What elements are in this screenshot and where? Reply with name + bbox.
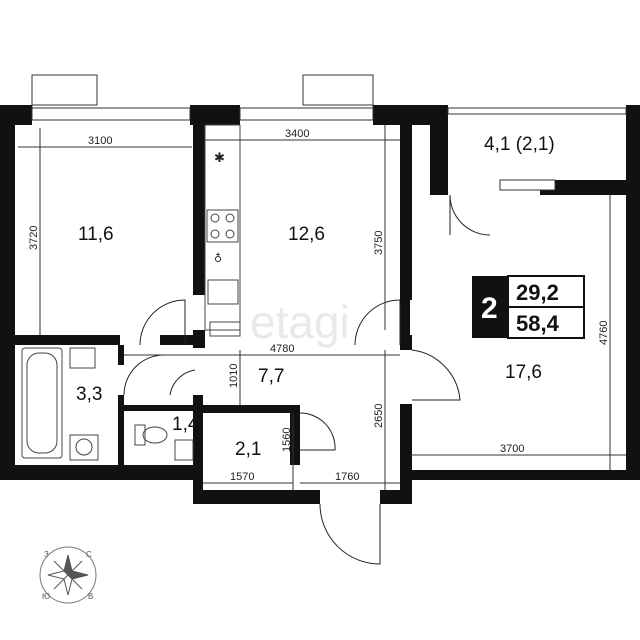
area-toilet: 1,4 xyxy=(172,414,199,435)
dim-storage-height: 1560 xyxy=(281,428,293,452)
doors xyxy=(123,194,491,565)
faucet-icon: ♁ xyxy=(214,252,222,265)
living-area: 29,2 xyxy=(516,280,559,305)
total-area: 58,4 xyxy=(516,311,560,336)
compass-south: Ю xyxy=(42,592,50,601)
rooms-count: 2 xyxy=(481,292,498,325)
area-storage: 2,1 xyxy=(235,439,261,460)
dim-hall-height: 1010 xyxy=(228,364,240,388)
area-bathroom: 3,3 xyxy=(76,384,102,405)
area-room-left: 11,6 xyxy=(78,224,114,245)
area-room-right: 17,6 xyxy=(505,362,542,383)
compass-east: В xyxy=(88,592,93,601)
compass-icon: З С Ю В xyxy=(39,546,97,604)
dim-hall-width: 4780 xyxy=(270,343,294,355)
dim-kitchen-height: 3750 xyxy=(373,231,385,255)
area-kitchen: 12,6 xyxy=(288,224,325,245)
window-sills xyxy=(31,74,374,110)
area-hall: 7,7 xyxy=(258,366,284,387)
watermark: etagi xyxy=(250,296,350,348)
windows xyxy=(31,107,627,191)
compass-north: С xyxy=(86,550,92,559)
dim-room-right-width: 3700 xyxy=(500,443,524,455)
walls xyxy=(0,105,640,504)
dim-corridor-height: 2650 xyxy=(373,404,385,428)
dim-kitchen-width: 3400 xyxy=(285,128,309,140)
dim-room-left-width: 3100 xyxy=(88,135,112,147)
fridge-icon: ✱ xyxy=(214,151,225,166)
compass-west: З xyxy=(44,550,49,559)
area-balcony: 4,1 (2,1) xyxy=(484,134,555,155)
summary-badge: 2 29,2 58,4 xyxy=(472,275,585,339)
dimension-lines xyxy=(18,125,626,490)
dim-room-right-height: 4760 xyxy=(598,321,610,345)
fixtures xyxy=(21,124,241,461)
dim-entry-width: 1760 xyxy=(335,471,359,483)
dim-room-left-height: 3720 xyxy=(28,226,40,250)
dim-storage-width: 1570 xyxy=(230,471,254,483)
